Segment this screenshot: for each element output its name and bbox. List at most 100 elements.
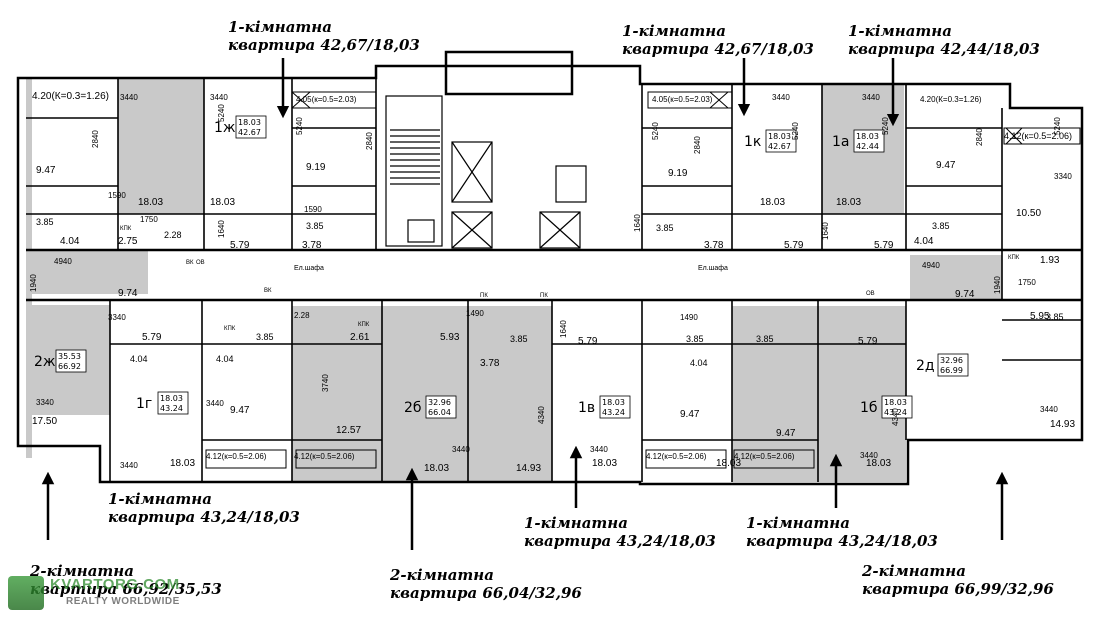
plan-label: 5.79 <box>578 336 598 347</box>
plan-label: 9.19 <box>306 162 326 173</box>
callout-rooms: 1-кімнатна <box>622 22 726 40</box>
plan-label: 1490 <box>680 313 698 322</box>
plan-label: 4940 <box>922 261 940 270</box>
plan-label: 3740 <box>321 374 330 392</box>
plan-label: 9.74 <box>955 289 975 300</box>
plan-label: 2.61 <box>350 332 370 343</box>
callout-rooms: 2-кімнатна <box>862 562 966 580</box>
plan-label: 3440 <box>452 445 470 454</box>
plan-label: 18.03 <box>592 458 617 469</box>
plan-label: ОВ <box>866 291 875 297</box>
plan-label: 5.95 <box>1030 311 1050 322</box>
plan-label: 2840 <box>693 136 702 154</box>
plan-label: 1640 <box>633 214 642 232</box>
plan-label: 1940 <box>993 276 1002 294</box>
callout-arrows <box>41 58 1009 550</box>
plan-label: КПК <box>358 322 370 328</box>
plan-label: 5.79 <box>874 240 894 251</box>
plan-label: 1640 <box>217 220 226 238</box>
watermark: KVARTORG.COM REALTY WORLDWIDE <box>8 574 198 614</box>
apartment-total-area: 43.24 <box>160 404 183 413</box>
apartment-code: 1а <box>832 134 850 150</box>
apartment-code: 2ж <box>34 354 56 370</box>
plan-label: 9.47 <box>680 409 700 420</box>
plan-label: 14.93 <box>516 463 541 474</box>
callout-area: квартира 42,44/18,03 <box>848 40 1040 58</box>
plan-label: 3340 <box>36 398 54 407</box>
apartment-living-area: 35.53 <box>58 352 81 361</box>
apartment-total-area: 42.44 <box>856 142 879 151</box>
plan-label: ВК <box>264 288 272 294</box>
plan-label: 3440 <box>210 93 228 102</box>
apartment-living-area: 18.03 <box>884 398 907 407</box>
plan-label: КПК <box>224 326 236 332</box>
apartment-living-area: 18.03 <box>768 132 791 141</box>
apartment-area-box <box>425 395 457 419</box>
plan-label: 3440 <box>862 93 880 102</box>
plan-label: 3.85 <box>932 221 950 231</box>
plan-label: 3.85 <box>1046 312 1064 322</box>
plan-label: 3440 <box>860 451 878 460</box>
plan-label: 3.85 <box>256 332 274 342</box>
apartment-living-area: 18.03 <box>602 398 625 407</box>
plan-label: 4.12(к=0.5=2.06) <box>734 452 795 461</box>
plan-label: 18.03 <box>424 463 449 474</box>
plan-label: 10.50 <box>1016 208 1041 219</box>
plan-label: 1490 <box>466 309 484 318</box>
callout-area: квартира 42,67/18,03 <box>228 36 420 54</box>
plan-label: 1640 <box>821 222 830 240</box>
apartment-code: 1ж <box>214 120 236 136</box>
plan-label: 9.19 <box>668 168 688 179</box>
callout-area: квартира 66,92/35,53 <box>30 580 222 598</box>
plan-label: 5240 <box>295 117 304 135</box>
apartment-total-area: 66.99 <box>940 366 963 375</box>
plan-label: 3440 <box>590 445 608 454</box>
plan-label: 3.78 <box>302 240 322 251</box>
apartment-living-area: 18.03 <box>160 394 183 403</box>
plan-label: 3.78 <box>480 358 500 369</box>
plan-label: 3440 <box>1040 405 1058 414</box>
plan-label: 3340 <box>1054 172 1072 181</box>
apartment-code: 1к <box>744 134 761 150</box>
watermark-tagline: REALTY WORLDWIDE <box>66 596 180 607</box>
apartment-total-area: 42.67 <box>238 128 261 137</box>
apartment-living-area: 32.96 <box>428 398 451 407</box>
plan-label: 3.85 <box>510 334 528 344</box>
plan-label: 1590 <box>304 205 322 214</box>
apartment-total-area: 66.04 <box>428 408 451 417</box>
plan-label: 2.75 <box>118 236 138 247</box>
plan-label: ПК <box>480 293 488 299</box>
callout-rooms: 2-кімнатна <box>390 566 494 584</box>
apartment-total-area: 43.24 <box>602 408 625 417</box>
plan-label: 3.85 <box>36 217 54 227</box>
plan-label: ПК <box>540 293 548 299</box>
plan-label: 4.20(К=0.3=1.26) <box>32 91 109 102</box>
plan-label: 2.28 <box>294 311 310 320</box>
callout-rooms: 1-кімнатна <box>746 514 850 532</box>
plan-label: 5.93 <box>440 332 460 343</box>
plan-label: 9.47 <box>36 165 56 176</box>
plan-label: 4340 <box>891 408 900 426</box>
callout-area: квартира 42,67/18,03 <box>622 40 814 58</box>
plan-label: 3440 <box>206 399 224 408</box>
plan-label: 4.12(к=0.5=2.06) <box>1004 131 1072 141</box>
apartment-area-box <box>235 115 267 139</box>
plan-label: 3.85 <box>306 221 324 231</box>
callout-rooms: 1-кімнатна <box>524 514 628 532</box>
plan-label: 2840 <box>365 132 374 150</box>
plan-label: 3440 <box>120 93 138 102</box>
